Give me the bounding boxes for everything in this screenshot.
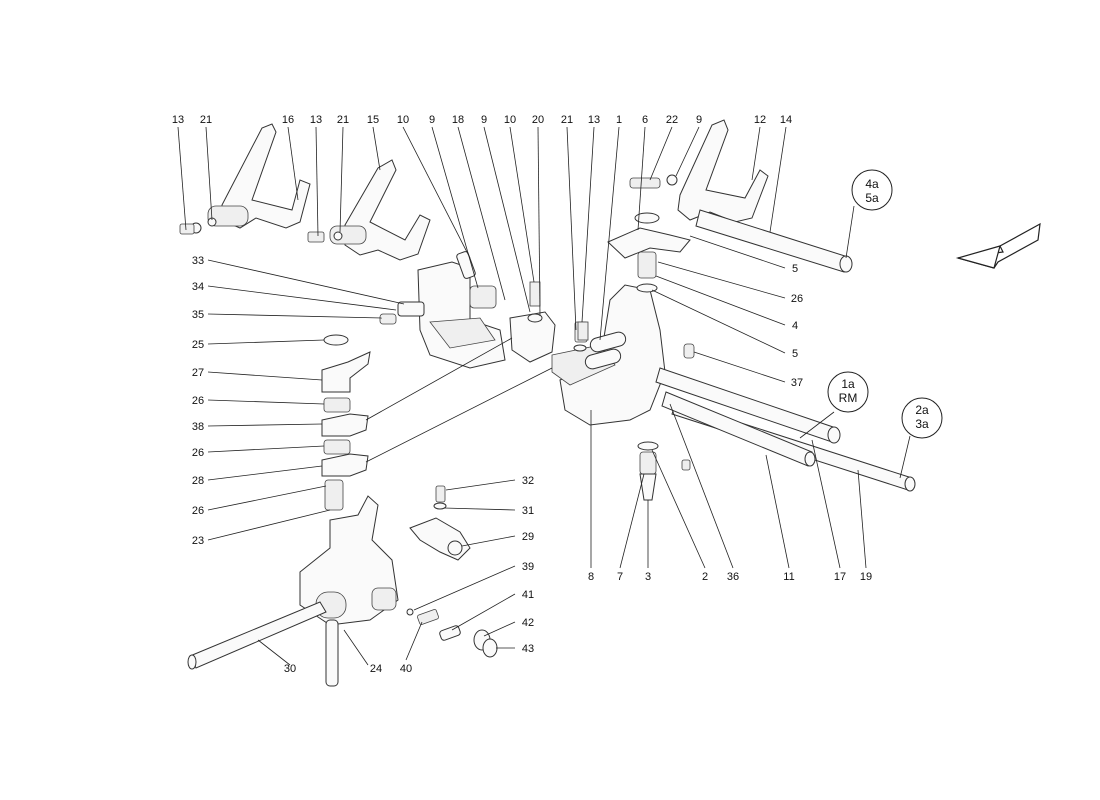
- part-label: 16: [282, 114, 294, 126]
- part-label: 35: [192, 309, 204, 321]
- part-label: 6: [642, 114, 648, 126]
- part-label: 10: [397, 114, 409, 126]
- part-label: 5: [792, 263, 798, 275]
- callout-2a-3a: 2a 3a: [901, 397, 943, 439]
- part-label: 12: [754, 114, 766, 126]
- detent-assembly: [406, 608, 498, 658]
- leader-lines: [177, 126, 911, 666]
- selector-housing-right: [551, 284, 666, 426]
- part-label: 25: [192, 339, 204, 351]
- part-label: 14: [780, 114, 792, 126]
- callout-2a-3a-line2: 3a: [915, 417, 929, 431]
- bolt-set-center: [573, 321, 589, 352]
- pin-36: [681, 459, 691, 471]
- part-label: 26: [192, 395, 204, 407]
- part-label: 27: [192, 367, 204, 379]
- part-label: 13: [172, 114, 184, 126]
- pin-37: [683, 343, 695, 359]
- part-label: 29: [522, 531, 534, 543]
- callout-1a-RM: 1a RM: [827, 371, 869, 413]
- part-label: 20: [532, 114, 544, 126]
- part-label: 2: [702, 571, 708, 583]
- shaft-30: [187, 601, 327, 670]
- part-label: 19: [860, 571, 872, 583]
- shaft-3-assembly: [637, 441, 659, 501]
- labels-middle: 32 31 29 39 41 42 43 40 24 30: [284, 475, 534, 675]
- part-label: 37: [791, 377, 803, 389]
- shift-fork-15: [307, 159, 431, 261]
- part-label: 8: [588, 571, 594, 583]
- part-label: 9: [429, 114, 435, 126]
- part-label: 34: [192, 281, 204, 293]
- selector-housing-lower: [299, 495, 399, 687]
- part-label: 24: [370, 663, 382, 675]
- part-label: 28: [192, 475, 204, 487]
- callout-2a-3a-line1: 2a: [915, 403, 929, 417]
- part-label: 21: [200, 114, 212, 126]
- part-label: 9: [481, 114, 487, 126]
- labels-top-row: 13 21 16 13 21 15 10 9 18 9 10 20 21 13 …: [172, 114, 792, 126]
- part-label: 9: [696, 114, 702, 126]
- part-label: 13: [310, 114, 322, 126]
- part-label: 7: [617, 571, 623, 583]
- part-label: 18: [452, 114, 464, 126]
- callout-4a-5a-line2: 5a: [865, 191, 879, 205]
- callout-1a-RM-line2: RM: [839, 391, 858, 405]
- part-label: 31: [522, 505, 534, 517]
- direction-arrow-icon: [955, 222, 1041, 269]
- shift-fork-12: [629, 119, 769, 223]
- part-label: 4: [792, 320, 798, 332]
- part-label: 13: [588, 114, 600, 126]
- part-label: 10: [504, 114, 516, 126]
- part-label: 17: [834, 571, 846, 583]
- part-label: 38: [192, 421, 204, 433]
- callout-1a-RM-line1: 1a: [841, 377, 855, 391]
- labels-bottom-row: 8 7 3 2 36 11 17 19: [588, 571, 872, 583]
- part-label: 15: [367, 114, 379, 126]
- part-label: 33: [192, 255, 204, 267]
- labels-right-column: 5 26 4 5 37: [791, 263, 803, 389]
- labels-left-column: 33 34 35 25 27 26 38 26 28 26 23: [192, 255, 204, 547]
- part-label: 42: [522, 617, 534, 629]
- part-label: 5: [792, 348, 798, 360]
- part-label: 11: [783, 571, 794, 583]
- lever-29: [409, 485, 471, 561]
- part-label: 40: [400, 663, 412, 675]
- callout-4a-5a: 4a 5a: [851, 169, 893, 211]
- selector-block-20: [509, 281, 556, 363]
- part-label: 26: [192, 447, 204, 459]
- part-label: 32: [522, 475, 534, 487]
- part-label: 3: [645, 571, 651, 583]
- part-label: 23: [192, 535, 204, 547]
- part-label: 39: [522, 561, 534, 573]
- part-label: 36: [727, 571, 739, 583]
- part-label: 22: [666, 114, 678, 126]
- callout-4a-5a-line1: 4a: [865, 177, 879, 191]
- part-label: 41: [522, 589, 534, 601]
- part-label: 26: [791, 293, 803, 305]
- part-label: 43: [522, 643, 534, 655]
- shift-fork-16: [179, 123, 311, 235]
- part-label: 1: [616, 114, 622, 126]
- selector-housing-center: [379, 251, 506, 369]
- part-label: 21: [337, 114, 349, 126]
- spring-stack-right: [607, 212, 691, 293]
- part-label: 26: [192, 505, 204, 517]
- shift-rod-11: [661, 391, 816, 467]
- part-label: 21: [561, 114, 573, 126]
- part-label: 30: [284, 663, 296, 675]
- interlock-stack-left: [321, 334, 371, 511]
- shift-rod-17: [655, 367, 841, 444]
- shift-rod-14: [695, 209, 853, 273]
